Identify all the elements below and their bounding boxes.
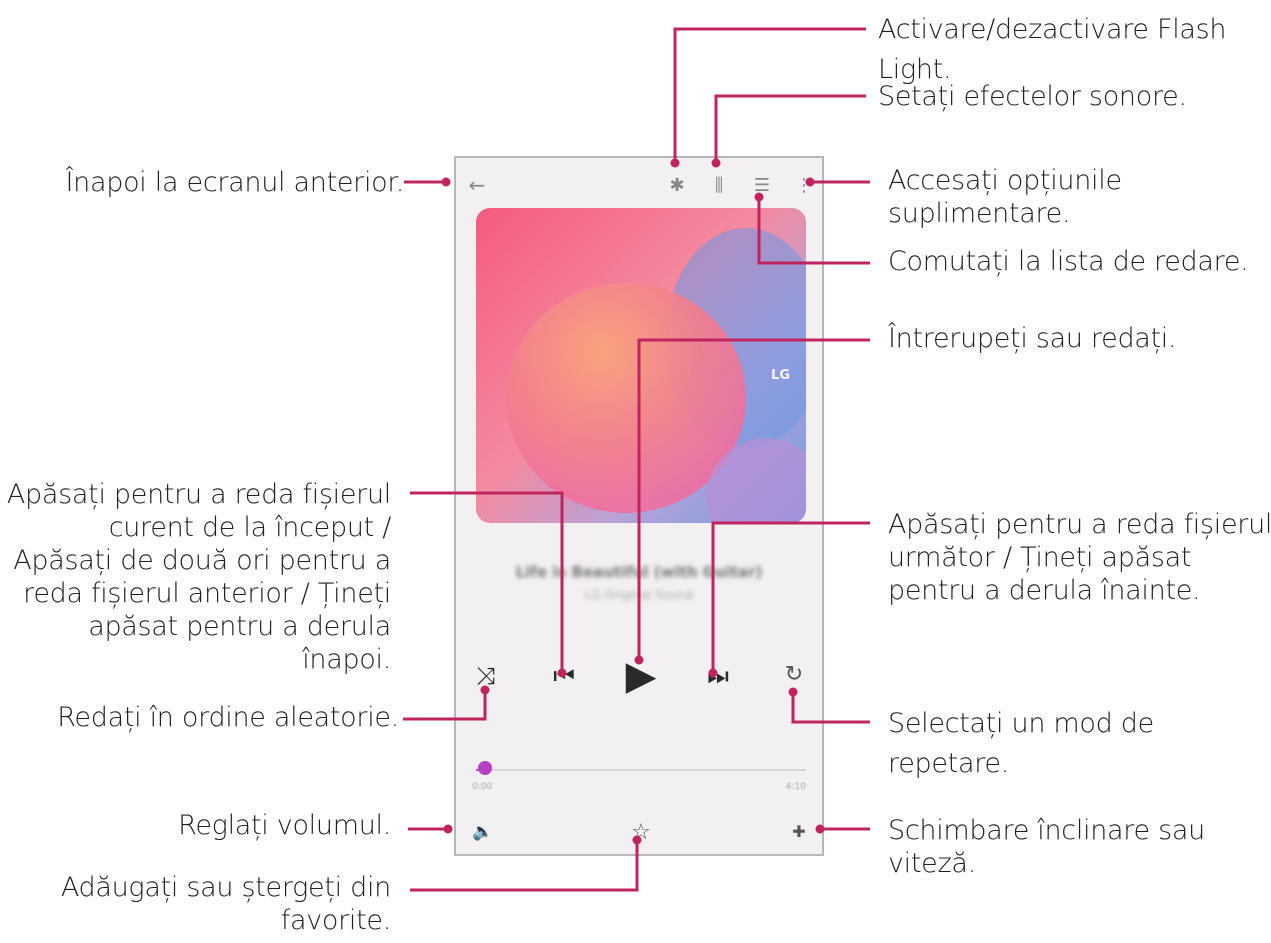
repeat-label: Selectați un mod de repetare. bbox=[888, 704, 1154, 784]
shuffle-icon[interactable]: ⤨ bbox=[476, 662, 496, 690]
more-options-label-line: Accesați opțiunile bbox=[888, 165, 1122, 196]
back-label-line: Înapoi la ecranul anterior. bbox=[65, 167, 405, 198]
next-label-line: Apăsați pentru a reda fișierul bbox=[888, 509, 1271, 540]
volume-label: Reglați volumul. bbox=[178, 809, 391, 842]
lg-logo: LG bbox=[771, 368, 790, 383]
previous-label-line: apăsat pentru a derula bbox=[88, 611, 391, 642]
previous-label-line: reda fișierul anterior / Țineți bbox=[23, 578, 391, 609]
tilt-speed-icon[interactable]: ✚ bbox=[792, 822, 806, 841]
previous-label-line: Apăsați pentru a reda fișierul bbox=[6, 479, 391, 510]
callout-sound bbox=[714, 94, 866, 163]
music-player-screen: ← ✱ ⫼ ☰ ⋮ LG Life is Beautiful (with Gui… bbox=[454, 156, 824, 856]
volume-label-line: Reglați volumul. bbox=[178, 810, 391, 841]
favorites-label-line: Adăugați sau ștergeți din bbox=[60, 872, 391, 903]
flash-label-line: Light. bbox=[878, 54, 952, 85]
equalizer-icon[interactable]: ⫼ bbox=[714, 175, 724, 196]
playlist-label-line: Comutați la lista de redare. bbox=[888, 246, 1249, 277]
tilt-speed-label-line: Schimbare înclinare sau bbox=[888, 815, 1205, 846]
pause-play-label-line: Întrerupeți sau redați. bbox=[888, 323, 1177, 354]
favorites-label-line: favorite. bbox=[280, 905, 392, 936]
progress-bar[interactable] bbox=[476, 769, 806, 771]
previous-label-line: curent de la început / bbox=[108, 512, 392, 543]
next-label-line: pentru a derula înainte. bbox=[888, 575, 1201, 606]
pause-play-label: Întrerupeți sau redați. bbox=[888, 322, 1177, 355]
sound-effects-label-line: Setați efectelor sonore. bbox=[878, 81, 1187, 112]
more-options-label-line: suplimentare. bbox=[888, 198, 1071, 229]
flash-icon[interactable]: ✱ bbox=[669, 175, 685, 196]
playlist-label: Comutați la lista de redare. bbox=[888, 245, 1249, 278]
playlist-icon[interactable]: ☰ bbox=[753, 175, 771, 196]
favorite-star-icon[interactable]: ☆ bbox=[631, 820, 651, 845]
more-options-icon[interactable]: ⋮ bbox=[795, 175, 813, 196]
back-arrow-icon[interactable]: ← bbox=[468, 173, 486, 197]
callout-volume-dot bbox=[443, 824, 453, 834]
callout-back-dot bbox=[441, 177, 451, 187]
volume-icon[interactable]: 🔈 bbox=[472, 822, 494, 842]
elapsed-time: 0:00 bbox=[472, 782, 493, 792]
total-time: 4:10 bbox=[785, 782, 806, 792]
previous-label-line: înapoi. bbox=[302, 644, 391, 675]
repeat-icon[interactable]: ↻ bbox=[784, 662, 804, 687]
shuffle-label-line: Redați în ordine aleatorie. bbox=[57, 702, 399, 733]
callout-flash bbox=[673, 27, 866, 163]
song-artist: LG Original Sound bbox=[584, 588, 694, 602]
previous-label-line: Apăsați de două ori pentru a bbox=[13, 545, 391, 576]
repeat-label-line: Selectați un mod de bbox=[888, 708, 1154, 739]
flash-label-line: Activare/dezactivare Flash bbox=[878, 14, 1227, 45]
shuffle-label: Redați în ordine aleatorie. bbox=[57, 701, 399, 734]
repeat-label-line: repetare. bbox=[888, 748, 1010, 779]
next-label-line: următor / Țineți apăsat bbox=[888, 542, 1192, 573]
back-label: Înapoi la ecranul anterior. bbox=[65, 166, 405, 199]
previous-icon[interactable]: ⏮ bbox=[553, 662, 575, 690]
tilt-speed-label-line: viteză. bbox=[888, 848, 976, 879]
play-icon[interactable]: ▶ bbox=[625, 653, 657, 699]
progress-thumb[interactable] bbox=[478, 761, 492, 775]
next-icon[interactable]: ⏭ bbox=[707, 662, 729, 690]
album-art: LG bbox=[476, 208, 806, 523]
sound-effects-label: Setați efectelor sonore. bbox=[878, 80, 1187, 113]
song-title: Life is Beautiful (with Guitar) bbox=[515, 563, 763, 581]
